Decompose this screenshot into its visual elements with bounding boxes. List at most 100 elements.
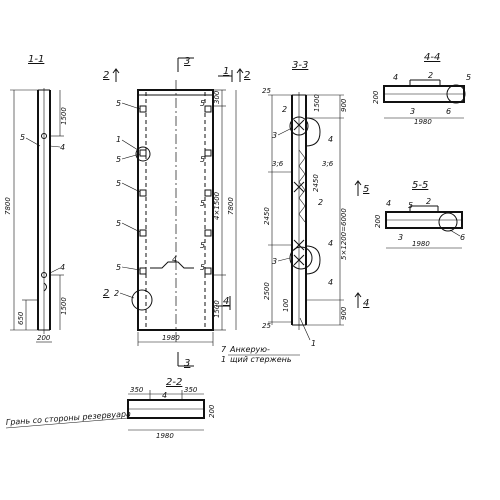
cut-mark-4-33: 4 [363,298,369,309]
svg-text:5: 5 [200,199,205,208]
svg-text:5: 5 [116,99,121,108]
dim-7800-main: 7800 [227,197,235,215]
cut-mark-2-right: 2 [244,70,250,81]
x-mark-top [293,119,305,131]
note-num-7: 7 [221,345,227,354]
anchor-loop-bottom [305,245,321,275]
svg-text:5: 5 [116,179,121,188]
label-5-55: 5 [408,201,413,210]
dim-3-6-right: 3;6 [322,160,334,168]
note-line-1: Анкерую- [229,345,270,354]
cut-mark-5: 5 [363,184,369,195]
dim-100: 100 [282,298,290,312]
label-2-55: 2 [426,197,431,206]
dim-300: 300 [213,90,221,104]
reinforcement-zigzag [298,149,306,223]
title-section-3-3: 3-3 [292,60,308,71]
note-line-2: щий стержень [230,355,292,364]
label-6-44: 6 [446,107,451,116]
dim-7800: 7800 [4,197,12,215]
cut-mark-2-bottom: 2 [103,288,109,299]
label-4-55: 4 [386,199,391,208]
dim-200-44: 200 [372,90,380,104]
dim-1980-main: 1980 [162,334,180,342]
label-5: 5 [20,133,25,142]
cut-mark-4: 4 [223,296,229,307]
svg-text:5: 5 [116,219,121,228]
cut-mark-1: 1 [223,66,229,77]
label-4-center: 4 [172,255,177,264]
label-5-44: 5 [466,73,471,82]
anchor-bar [150,261,194,269]
svg-text:5: 5 [200,263,205,272]
label-4-bottom: 4 [60,263,65,272]
dim-2500: 2500 [263,282,271,300]
label-2-44: 2 [428,71,433,80]
view-section-5-5: 5-5 4 2 5 200 3 6 1980 [374,180,465,249]
note-lbl-1: 1 [221,355,226,364]
dim-1980-22: 1980 [156,432,174,440]
anchor-hook [43,282,47,292]
view-section-4-4: 4-4 4 2 5 200 3 6 1980 [372,52,471,126]
dim-1980-44: 1980 [414,118,432,126]
x-mark-bottom [293,254,305,266]
dim-25-top: 25 [262,87,271,95]
label-3-44: 3 [410,107,415,116]
anchor-loop-top [305,117,321,147]
label-4-44: 4 [393,73,398,82]
label-4-33a: 4 [328,135,333,144]
label-3-55: 3 [398,233,403,242]
title-section-5-5: 5-5 [412,180,428,191]
dim-900-top: 900 [340,98,348,112]
svg-text:5: 5 [116,155,121,164]
label-6-55: 6 [460,233,465,242]
label-1-33: 1 [311,339,316,348]
detail-circle-2 [131,289,153,311]
view-section-1-1: 1-1 7800 1500 1500 650 200 5 4 4 [4,54,68,343]
dim-200: 200 [37,334,51,342]
view-section-2-2: 2-2 350 350 4 200 1980 Грань со стороны … [6,377,216,440]
label-1: 1 [116,135,121,144]
dim-5x1200: 5×1200=6000 [340,208,348,260]
dim-200-22: 200 [208,404,216,418]
svg-text:5: 5 [116,263,121,272]
title-section-1-1: 1-1 [28,54,44,65]
panel-outline [137,89,214,331]
tank-face-label: Грань со стороны резервуара [6,409,132,427]
dim-3-6-left: 3;6 [272,160,284,168]
dim-350-right: 350 [184,386,198,394]
view-main-elevation: 2 3 1 2 4 5 1 5 [103,56,300,369]
title-section-4-4: 4-4 [424,52,440,63]
label-4-33b: 4 [328,239,333,248]
dim-1500-bottom: 1500 [60,297,68,315]
dim-900-bottom: 900 [340,306,348,320]
dim-1980-55: 1980 [412,240,430,248]
cut-mark-3-top: 3 [184,56,190,67]
svg-text:3: 3 [272,257,277,266]
svg-text:2: 2 [318,198,323,207]
dim-2450-left: 2450 [263,207,271,225]
dim-200-55: 200 [374,214,382,228]
dim-650: 650 [17,311,25,325]
cut-mark-3-bottom: 3 [184,358,190,369]
dim-1500-33: 1500 [313,94,321,112]
embedded-part-top [41,133,47,139]
dim-4x1500: 4×1500 [213,191,221,220]
label-3-33: 3 [272,131,277,140]
embedded-part-bottom [41,272,47,278]
dim-1500-top: 1500 [60,107,68,125]
svg-text:5: 5 [200,155,205,164]
dim-1500: 1500 [213,300,221,318]
label-4-22: 4 [162,391,167,400]
cut-mark-2-top: 2 [103,70,109,81]
svg-text:5: 5 [200,241,205,250]
label-4-33c: 4 [328,278,333,287]
dim-25-bottom: 25 [262,322,271,330]
dim-2450-right: 2450 [312,174,320,192]
svg-text:5: 5 [200,99,205,108]
title-section-2-2: 2-2 [166,377,182,388]
view-section-3-3: 3-3 25 3;6 2450 2500 100 25 1500 [262,60,369,348]
label-2: 2 [114,289,119,298]
dim-350-left: 350 [130,386,144,394]
